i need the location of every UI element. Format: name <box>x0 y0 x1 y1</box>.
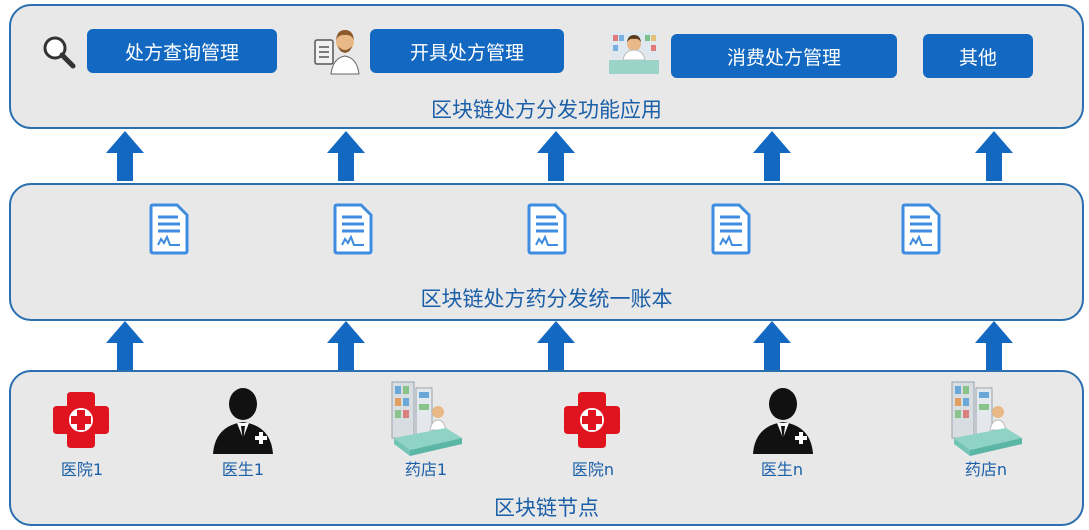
arrow-up-icon <box>975 131 1013 181</box>
other-button[interactable]: 其他 <box>923 34 1033 78</box>
arrow-up-icon <box>537 321 575 371</box>
prescription-query-button[interactable]: 处方查询管理 <box>87 29 277 73</box>
prescription-issue-button[interactable]: 开具处方管理 <box>370 29 564 73</box>
arrow-up-icon <box>106 321 144 371</box>
pharmacy-icon <box>946 378 1026 458</box>
arrow-up-icon <box>975 321 1013 371</box>
document-icon <box>527 203 567 255</box>
document-icon <box>149 203 189 255</box>
unified-ledger-layer: 区块链处方药分发统一账本 <box>9 183 1084 321</box>
document-icon <box>901 203 941 255</box>
document-icon <box>711 203 751 255</box>
node-label: 药店n <box>964 460 1008 479</box>
arrow-up-icon <box>327 321 365 371</box>
arrow-up-icon <box>753 131 791 181</box>
magnifier-icon <box>41 34 77 70</box>
document-icon <box>333 203 373 255</box>
node-label: 医生n <box>760 460 804 479</box>
function-application-layer: 处方查询管理 开具处方管理 消费处方管理 其他 区块链处方分发功能应用 <box>9 4 1084 129</box>
hospital-cross-icon <box>562 390 622 450</box>
doctor-person-icon <box>749 386 817 454</box>
arrow-up-icon <box>106 131 144 181</box>
pharmacist-icon <box>609 30 659 74</box>
node-label: 医院1 <box>60 460 104 479</box>
ledger-layer-title: 区块链处方药分发统一账本 <box>420 287 673 311</box>
hospital-cross-icon <box>51 390 111 450</box>
node-label: 医院n <box>571 460 615 479</box>
doctor-person-icon <box>209 386 277 454</box>
arrow-up-icon <box>753 321 791 371</box>
doctor-icon <box>311 24 361 76</box>
nodes-layer-title: 区块链节点 <box>494 496 599 520</box>
blockchain-nodes-layer: 医院1 医生1 <box>9 370 1084 526</box>
function-layer-title: 区块链处方分发功能应用 <box>431 98 662 122</box>
arrow-up-icon <box>327 131 365 181</box>
node-label: 医生1 <box>221 460 265 479</box>
prescription-consume-button[interactable]: 消费处方管理 <box>671 34 897 78</box>
arrow-up-icon <box>537 131 575 181</box>
pharmacy-icon <box>386 378 466 458</box>
node-label: 药店1 <box>404 460 448 479</box>
